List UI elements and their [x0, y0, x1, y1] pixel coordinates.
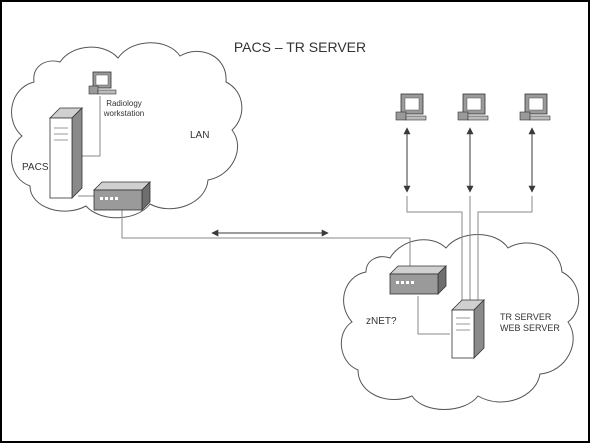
tr-server-label: TR SERVER: [500, 312, 552, 322]
pacs-server-tower-icon: [49, 107, 83, 199]
client-computer-icon: [519, 93, 551, 121]
link-lan-to-wan: [121, 210, 411, 258]
radiology-label: Radiology: [106, 99, 142, 108]
link-client-bus-left: [406, 196, 463, 310]
znet-label: zNET?: [366, 316, 397, 327]
web-server-label: WEB SERVER: [500, 323, 560, 333]
lan-label: LAN: [190, 130, 209, 141]
znet-network-switch-icon: [389, 265, 447, 295]
link-znet-switch-server: [417, 296, 450, 335]
client-computer-icon: [457, 93, 489, 121]
link-workstation-pacs: [78, 96, 101, 157]
link-client-bus-right: [477, 196, 533, 310]
pacs-label: PACS: [22, 162, 49, 173]
lan-network-switch-icon: [93, 181, 151, 211]
diagram-title: PACS – TR SERVER: [234, 39, 366, 55]
workstation-label: workstation: [103, 109, 144, 118]
tr-server-tower-icon: [451, 299, 485, 359]
radiology-workstation-computer-icon: [88, 71, 117, 95]
data-flow-arrows: [211, 127, 536, 237]
client-computer-icon: [395, 93, 427, 121]
